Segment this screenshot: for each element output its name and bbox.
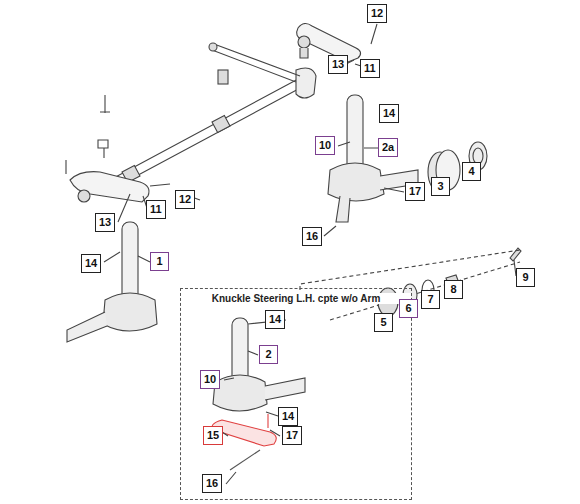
callout-number: 9 bbox=[516, 268, 535, 287]
callout-number: 4 bbox=[462, 162, 481, 181]
callout-number: 13 bbox=[328, 55, 348, 74]
callout-number: 15 bbox=[203, 426, 223, 445]
callout-number: 2 bbox=[259, 345, 278, 364]
callout-number: 2a bbox=[378, 138, 398, 157]
callout-number: 14 bbox=[379, 104, 399, 123]
callout-number: 17 bbox=[282, 426, 302, 445]
callout-number: 11 bbox=[146, 200, 166, 219]
callout-number: 14 bbox=[81, 254, 101, 273]
callout-number: 12 bbox=[367, 4, 387, 23]
callout-number: 10 bbox=[315, 136, 335, 155]
callout-number: 5 bbox=[374, 313, 393, 332]
callout-number: 14 bbox=[278, 407, 298, 426]
group-title: Knuckle Steering L.H. cpte w/o Arm bbox=[181, 293, 411, 304]
callout-number: 13 bbox=[95, 213, 115, 232]
callout-number: 16 bbox=[302, 227, 322, 246]
callout-number: 17 bbox=[405, 182, 425, 201]
callout-number: 12 bbox=[175, 190, 195, 209]
callout-number: 11 bbox=[360, 59, 380, 78]
callout-number: 1 bbox=[150, 252, 169, 271]
callout-number: 7 bbox=[421, 290, 440, 309]
callout-number: 6 bbox=[399, 299, 418, 318]
callout-number: 8 bbox=[444, 280, 463, 299]
callout-number: 14 bbox=[265, 310, 285, 329]
callout-number: 10 bbox=[200, 370, 220, 389]
callout-number: 16 bbox=[202, 474, 222, 493]
callout-number: 3 bbox=[431, 177, 450, 196]
